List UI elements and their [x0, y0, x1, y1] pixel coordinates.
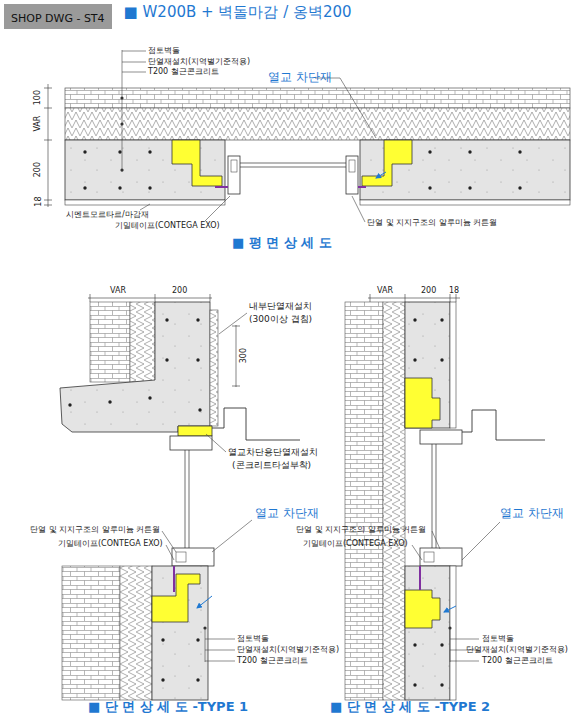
dimension-text: VAR [33, 116, 42, 132]
callout-label: 단열 및 지지구조의 알루미늄 커튼월 [367, 218, 497, 227]
dimension-text: 18 [33, 197, 42, 207]
dimension-text: 200 [33, 162, 42, 177]
callout-label: 18 [449, 286, 459, 295]
callout-label: 시멘트모르타르/마감재 [66, 210, 149, 219]
callout-label: 기밀테이프(CONTEGA EXO) [58, 539, 163, 548]
callout-label: VAR [110, 286, 126, 295]
callout-label: (300이상 겹침) [249, 314, 312, 324]
section-heading: 열교 차단재 [268, 71, 332, 85]
callout-label: 단열재설치(지역별기준적용) [466, 645, 568, 654]
dimension-text: 300 [239, 348, 248, 363]
callout-label: 점토벽돌 [482, 634, 514, 643]
callout-label: 단열재설치(지역별기준적용) [237, 645, 339, 654]
callout-label: VAR [377, 286, 393, 295]
sheet-tag-box: SHOP DWG - ST4 [4, 4, 112, 29]
sheet-tag: SHOP DWG - ST4 [11, 12, 105, 25]
callout-label: 내부단열재설치 [249, 301, 312, 311]
callout-label: 점토벽돌 [237, 634, 269, 643]
callout-label: 점토벽돌 [148, 46, 180, 55]
section-heading: 열교 차단재 [500, 507, 564, 521]
section-heading: ■ 단 면 상 세 도 -TYPE 2 [330, 700, 490, 715]
callout-label: 단열재설치(지역별기준적용) [148, 57, 250, 66]
callout-label: 기밀테이프(CONTEGA EXO) [303, 539, 408, 548]
callout-label: T200 철근콘크리트 [237, 656, 308, 665]
section-heading: 열교 차단재 [255, 507, 319, 521]
callout-label: 기밀테이프(CONTEGA EXO) [115, 221, 220, 230]
callout-label: 200 [172, 286, 187, 295]
callout-label: 단열 및 지지구조의 알루미늄 커튼월 [30, 525, 160, 534]
section-heading: ■ 평 면 상 세 도 [232, 236, 332, 251]
callout-label: 단열 및 지지구조의 알루미늄 커튼월 [296, 525, 426, 534]
drawing-title: ■ W200B + 벽돌마감 / 옹벽200 [124, 3, 352, 22]
section-heading: ■ 단 면 상 세 도 -TYPE 1 [88, 700, 248, 715]
callout-label: T200 철근콘크리트 [482, 656, 553, 665]
callout-label: 200 [421, 286, 436, 295]
callout-label: 열교차단용단열재설치 [228, 447, 318, 457]
callout-label: T200 철근콘크리트 [148, 67, 219, 76]
callout-label: (콘크리트타설부착) [232, 460, 311, 470]
dimension-text: 100 [33, 90, 42, 105]
